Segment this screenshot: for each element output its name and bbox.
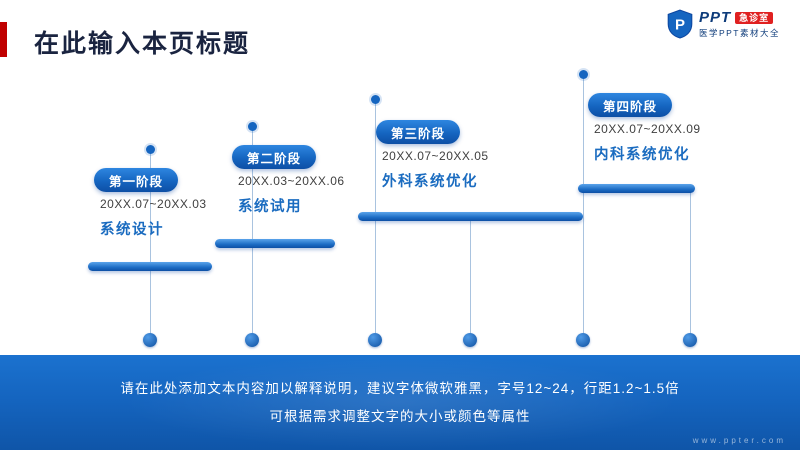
- footer-text-line1: 请在此处添加文本内容加以解释说明，建议字体微软雅黑，字号12~24，行距1.2~…: [120, 381, 680, 396]
- brand-logo: P PPT 急诊室 医学PPT素材大全: [667, 9, 780, 39]
- stage-title-3: 外科系统优化: [382, 174, 478, 190]
- timeline-top-dot-1: [146, 145, 155, 154]
- timeline-bar-3: [358, 212, 583, 221]
- timeline-bar-1: [88, 262, 212, 271]
- timeline-bar-2: [215, 239, 335, 248]
- stage-title-1: 系统设计: [100, 222, 164, 238]
- timeline-bottom-dot-5: [576, 333, 590, 347]
- timeline-bar-4: [578, 184, 695, 193]
- timeline-support-line-2: [690, 193, 691, 340]
- stage-pill-1: 第一阶段: [94, 168, 178, 192]
- footer-band-glow: [120, 355, 680, 450]
- timeline-top-dot-3: [371, 95, 380, 104]
- timeline-bottom-dot-1: [143, 333, 157, 347]
- watermark: www.ppter.com: [692, 436, 786, 445]
- logo-subtitle: 医学PPT素材大全: [698, 27, 780, 38]
- timeline-bottom-dot-3: [368, 333, 382, 347]
- timeline-line-2: [252, 127, 253, 340]
- shield-letter: P: [675, 16, 685, 33]
- logo-badge: 急诊室: [735, 11, 774, 25]
- stage-pill-2: 第二阶段: [232, 145, 316, 169]
- stage-pill-4: 第四阶段: [588, 93, 672, 117]
- title-accent-bar: [0, 22, 7, 57]
- timeline-top-dot-2: [248, 122, 257, 131]
- timeline-bottom-dot-6: [683, 333, 697, 347]
- stage-pill-3: 第三阶段: [376, 120, 460, 144]
- stage-title-4: 内科系统优化: [594, 147, 690, 163]
- timeline-top-dot-4: [579, 70, 588, 79]
- stage-date-3: 20XX.07~20XX.05: [382, 149, 489, 163]
- logo-text: PPT 急诊室 医学PPT素材大全: [699, 9, 780, 38]
- logo-brand-text: PPT: [698, 9, 732, 27]
- stage-date-1: 20XX.07~20XX.03: [100, 197, 207, 211]
- footer-band: 请在此处添加文本内容加以解释说明，建议字体微软雅黑，字号12~24，行距1.2~…: [0, 355, 800, 450]
- stage-date-4: 20XX.07~20XX.09: [594, 122, 701, 136]
- timeline-bottom-dot-2: [245, 333, 259, 347]
- stage-title-2: 系统试用: [238, 199, 302, 215]
- timeline-support-line-1: [470, 221, 471, 340]
- timeline-bottom-dot-4: [463, 333, 477, 347]
- page-title: 在此输入本页标题: [34, 30, 251, 58]
- shield-logo-icon: P: [667, 9, 693, 39]
- footer-text-line2: 可根据需求调整文字的大小或颜色等属性: [269, 409, 531, 424]
- timeline-line-4: [583, 75, 584, 340]
- stage-date-2: 20XX.03~20XX.06: [238, 174, 345, 188]
- timeline-line-1: [150, 150, 151, 340]
